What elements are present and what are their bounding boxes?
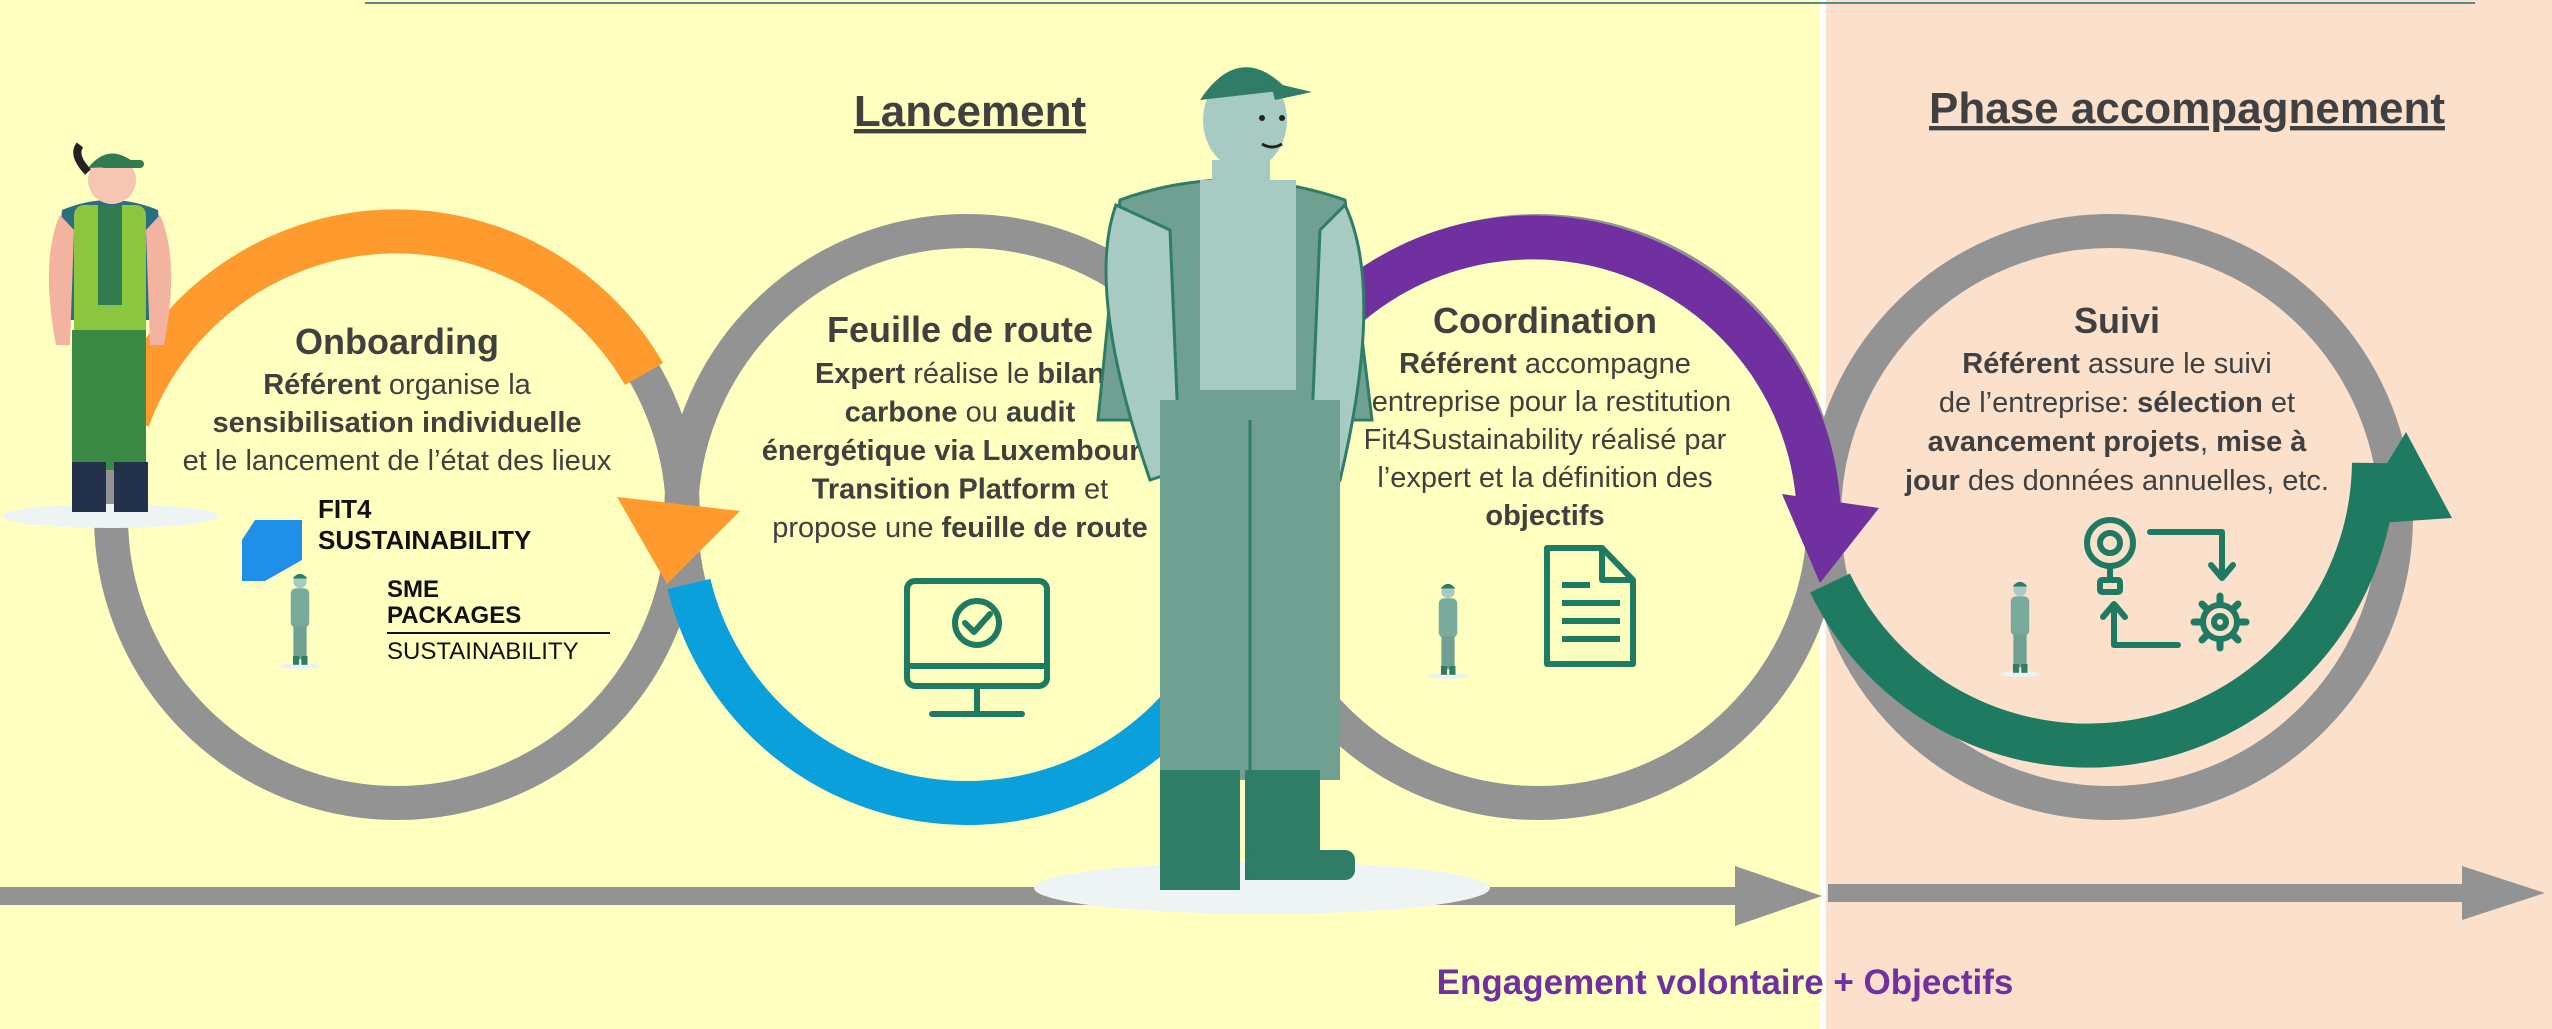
section-title-support: Phase accompagnement [1929, 84, 2445, 133]
step-description-line: Référent assure le suivi [1962, 348, 2271, 380]
section-title-launch: Lancement [854, 87, 1087, 136]
arc-purple [1314, 215, 1841, 519]
step-description-line: sensibilisation individuelle [212, 407, 581, 439]
step-description-segment: ou [958, 397, 1006, 429]
step-description-segment: organise la [381, 369, 532, 401]
arc-orange [107, 209, 664, 427]
launch-background [0, 0, 1822, 1029]
step-description-segment: feuille de route [942, 512, 1148, 544]
step-description-line: Référent organise la [263, 369, 531, 401]
step-description-line: avancement projets, mise à [1928, 426, 2308, 458]
step-title: Onboarding [295, 321, 499, 362]
timeline-arrow-support [1828, 866, 2545, 920]
step-description-segment: objectifs [1485, 500, 1604, 532]
step-description-line: l’expert et la définition des [1377, 462, 1712, 494]
step-description-line: et le lancement de l’état des lieux [183, 445, 612, 477]
arrowhead-purple [1782, 494, 1879, 583]
step-description-segment: , [2200, 426, 2216, 458]
step-description-segment: l’entreprise pour la restitution [1359, 386, 1731, 418]
step-description-segment: et [1076, 474, 1108, 506]
step-description-line: de l’entreprise: sélection et [1939, 387, 2295, 419]
step-description-segment: l’expert et la définition des [1377, 462, 1712, 494]
step-description-segment: carbone [845, 397, 958, 429]
arrowhead-orange [617, 497, 740, 584]
step-description-line: Fit4Sustainability réalisé par [1364, 424, 1727, 456]
step-description-segment: audit [1006, 397, 1076, 429]
step-description-segment: Référent [263, 369, 381, 401]
step-description-segment: Fit4Sustainability réalisé par [1364, 424, 1727, 456]
small-figure-icon [280, 573, 320, 669]
small-figure-icon [2000, 581, 2040, 677]
step-title: Coordination [1433, 300, 1657, 341]
lightbulb-cycle-icon [2084, 517, 2250, 652]
svg-text:SUSTAINABILITY: SUSTAINABILITY [318, 525, 531, 555]
step-description-segment: de l’entreprise: [1939, 387, 2137, 419]
step-description-line: carbone ou audit [845, 397, 1076, 429]
step-description-segment: des données annuelles, etc. [1960, 465, 2329, 497]
svg-text:SUSTAINABILITY: SUSTAINABILITY [387, 638, 579, 665]
arc-blue [667, 578, 1237, 825]
step-title: Suivi [2074, 300, 2160, 341]
step-description-segment: et le lancement de l’état des lieux [183, 445, 612, 477]
step-description-segment: énergétique via Luxembourg [762, 435, 1158, 467]
step-description-line: Expert réalise le bilan [815, 358, 1105, 390]
woman-character-illustration [2, 142, 218, 528]
svg-text:PACKAGES: PACKAGES [387, 602, 521, 629]
step-description-line: l’entreprise pour la restitution [1359, 386, 1731, 418]
step-description-segment: Transition Platform [812, 474, 1076, 506]
step-description-line: énergétique via Luxembourg [762, 435, 1158, 467]
svg-text:FIT4: FIT4 [318, 494, 372, 524]
man-character-illustration [1034, 67, 1490, 914]
step-description-segment: Référent [1399, 348, 1517, 380]
step-description-segment: bilan [1037, 358, 1105, 390]
step-description-segment: réalise le [905, 358, 1037, 390]
arc-green [1810, 462, 2396, 768]
step-description-segment: mise à [2216, 426, 2307, 458]
monitor-check-icon [904, 578, 1050, 717]
step-description-line: Transition Platform et [812, 474, 1109, 506]
step-description-segment: sensibilisation individuelle [212, 407, 581, 439]
step-description-segment: sélection [2137, 387, 2263, 419]
svg-text:SME: SME [387, 576, 439, 603]
step-description-segment: accompagne [1517, 348, 1691, 380]
step-description-segment: Référent [1962, 348, 2080, 380]
fit4-sustainability-logo: FIT4 SUSTAINABILITY [242, 494, 531, 581]
step-description-segment: assure le suivi [2080, 348, 2272, 380]
arrowhead-green [2350, 432, 2452, 525]
step-description-segment: propose une [772, 512, 941, 544]
sme-packages-logo: SME PACKAGES SUSTAINABILITY [387, 576, 610, 665]
step-description-line: jour des données annuelles, etc. [1904, 465, 2329, 497]
step-description-line: objectifs [1485, 500, 1604, 532]
step-description-line: propose une feuille de route [772, 512, 1148, 544]
step-description-segment: avancement projets [1928, 426, 2200, 458]
small-figure-icon [1428, 583, 1468, 679]
step-description-segment: jour [1904, 465, 1960, 497]
document-icon [1544, 545, 1636, 667]
step-title: Feuille de route [827, 309, 1093, 350]
step-description-segment: Expert [815, 358, 906, 390]
step-description-line: Référent accompagne [1399, 348, 1691, 380]
step-description-segment: et [2263, 387, 2295, 419]
engagement-label: Engagement volontaire + Objectifs [1437, 963, 2014, 1002]
